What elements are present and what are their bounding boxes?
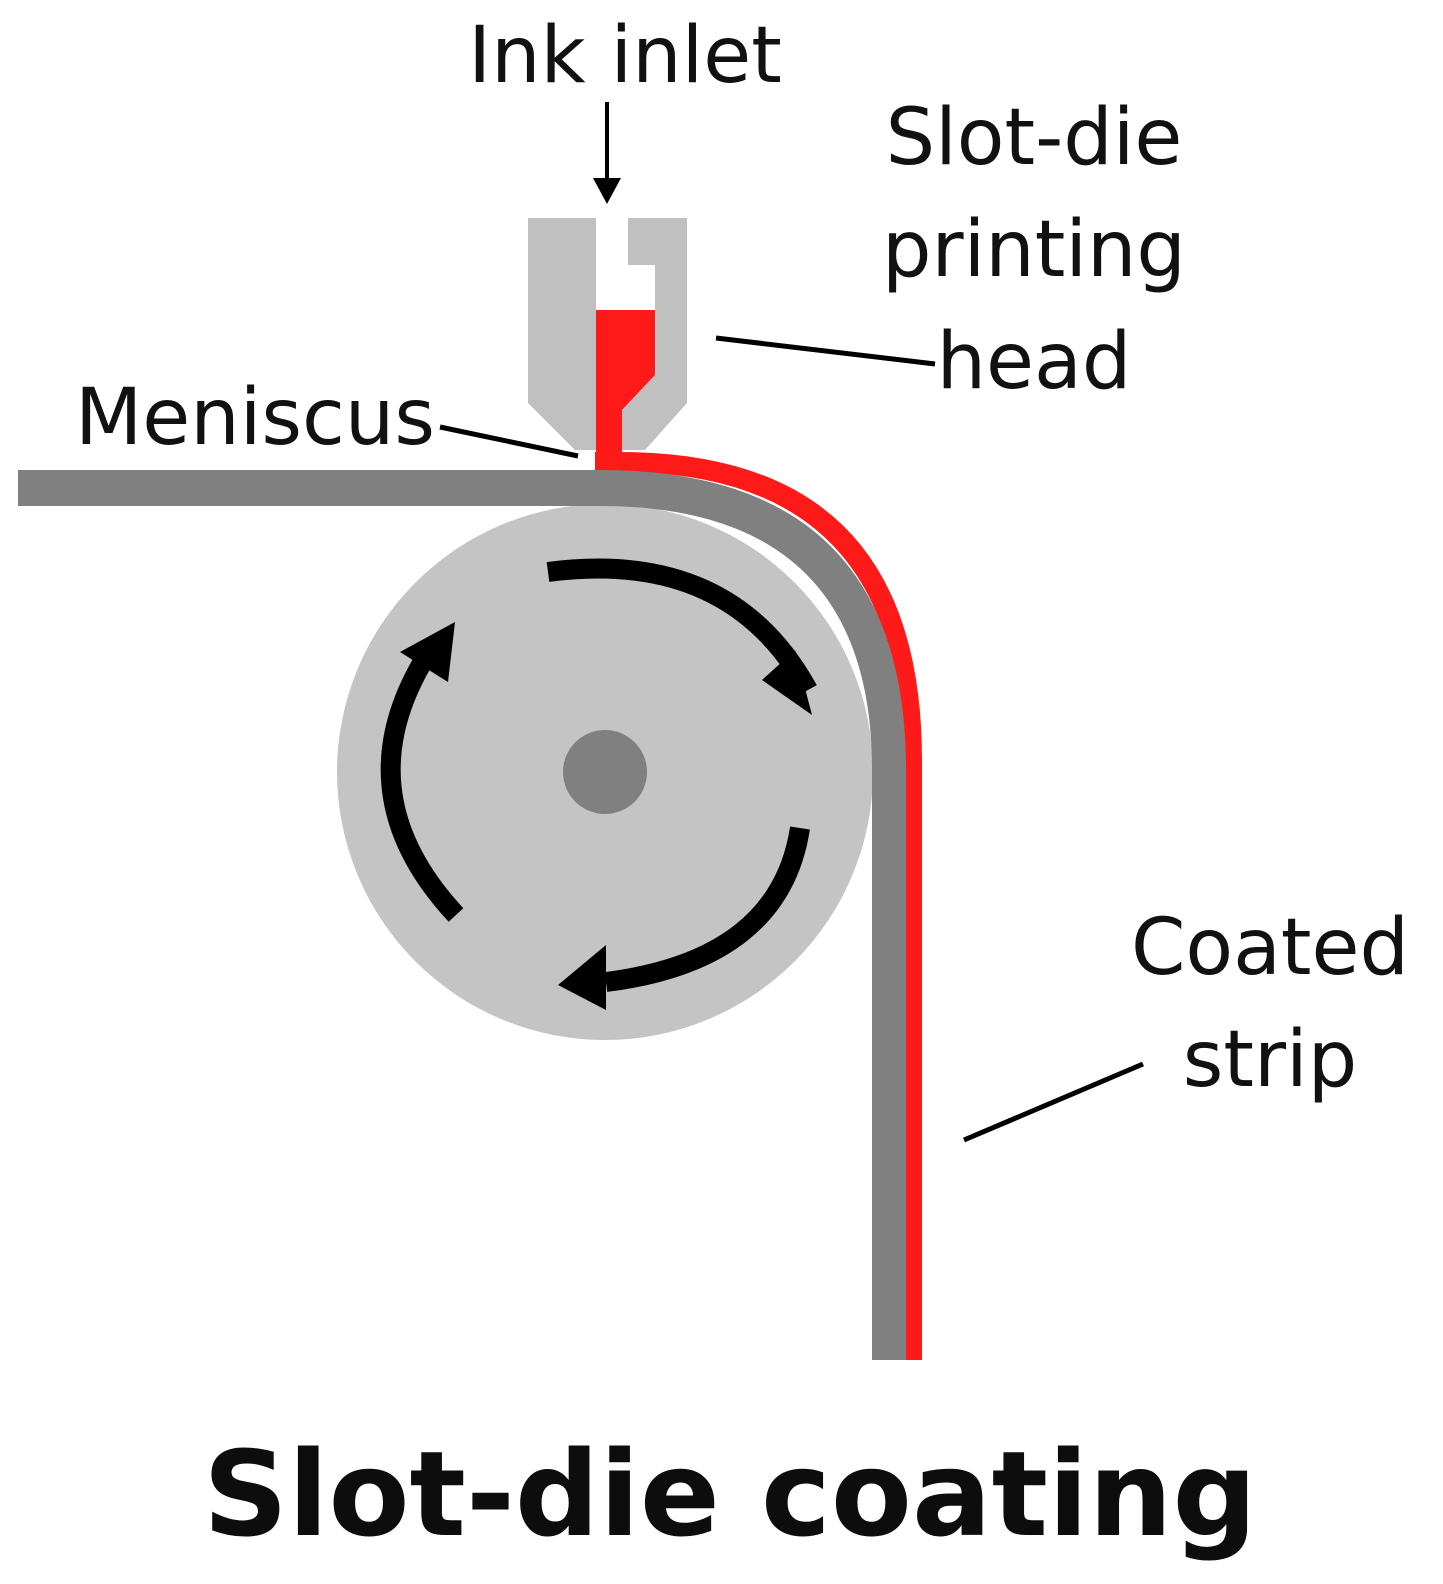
head-left-body: [528, 218, 596, 450]
head-right-body: [622, 218, 687, 450]
rotation-arrow-bottom-right: [604, 826, 810, 992]
coated-strip-label-line1: Coated: [1131, 903, 1409, 993]
ink-inlet-label: Ink inlet: [468, 11, 782, 101]
head-leader-line: [715, 335, 936, 367]
meniscus-leader-line: [439, 424, 579, 459]
ink-inlet-arrow: [593, 102, 621, 204]
rotation-arrowhead-left: [400, 622, 455, 682]
rotation-arrowhead-bottom-right: [558, 945, 606, 1010]
head-label-line3: head: [937, 317, 1132, 407]
substrate-strip: [18, 470, 906, 1360]
diagram-title: Slot-die coating: [203, 1425, 1257, 1563]
rotation-arrow-left: [380, 644, 464, 922]
rotation-arrowhead-top-right: [762, 650, 812, 715]
roller: [337, 504, 873, 1040]
ink-reservoir: [596, 310, 655, 452]
roller-axle: [563, 730, 647, 814]
meniscus-label: Meniscus: [75, 373, 435, 463]
rotation-arrows: [380, 558, 817, 1010]
coated-strip-label-line2: strip: [1183, 1015, 1357, 1105]
slot-die-head: [528, 218, 687, 452]
head-label-line1: Slot-die: [886, 93, 1183, 183]
coated-strip-leader-line: [963, 1061, 1144, 1143]
rotation-arrow-top-right: [546, 558, 817, 695]
head-label-line2: printing: [882, 205, 1186, 295]
